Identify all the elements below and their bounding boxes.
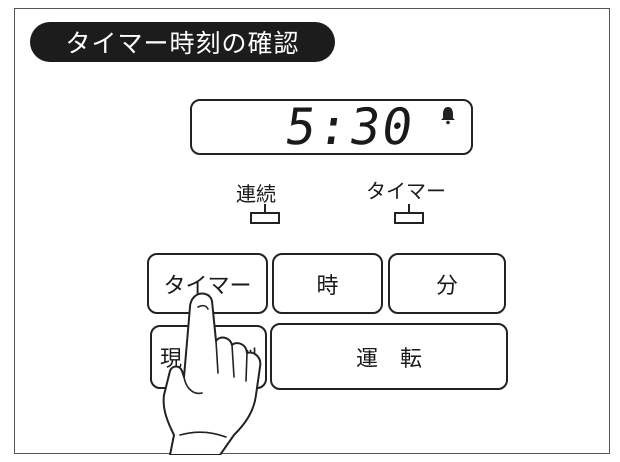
page-title-text: タイマー時刻の確認	[65, 29, 300, 58]
instruction-frame	[14, 8, 610, 454]
current-time-button-label-left: 現	[160, 347, 183, 372]
hour-button-label: 時	[316, 273, 339, 299]
hour-button[interactable]: 時	[272, 253, 383, 314]
page-title: タイマー時刻の確認	[30, 22, 335, 62]
indicator-led-stem-continuous	[264, 204, 266, 214]
indicator-led-continuous	[250, 212, 280, 224]
indicator-led-timer	[394, 212, 424, 224]
timer-button-label: タイマー	[163, 273, 252, 299]
indicator-label-timer: タイマー	[366, 179, 446, 203]
indicator-led-stem-timer	[408, 204, 410, 214]
lcd-time-readout: 5:30	[281, 98, 419, 156]
current-time-button-label-right: 刻	[234, 347, 257, 372]
bell-icon	[441, 107, 455, 125]
indicator-label-continuous: 連続	[236, 182, 276, 206]
lcd-display	[190, 99, 473, 155]
minute-button[interactable]: 分	[388, 253, 506, 314]
run-button-label: 運 転	[355, 346, 422, 372]
run-button[interactable]: 運 転	[270, 323, 508, 390]
minute-button-label: 分	[435, 273, 458, 299]
timer-button[interactable]: タイマー	[147, 253, 268, 314]
current-time-button[interactable]: 現 刻	[150, 325, 267, 389]
